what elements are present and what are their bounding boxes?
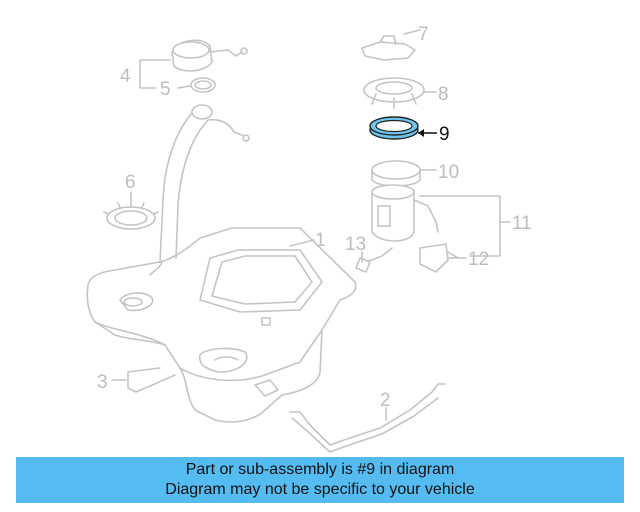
wire-harness: [355, 247, 393, 273]
bracket: [127, 367, 176, 393]
callout-13: 13: [345, 234, 366, 255]
fuel-tank: [86, 227, 357, 423]
pump-top: [371, 160, 421, 187]
fuel-pump-module: [371, 184, 439, 242]
callout-8: 8: [438, 84, 449, 105]
callout-7: 7: [418, 24, 429, 45]
filler-cap: [171, 39, 248, 72]
pump-flange: [363, 77, 425, 109]
banner-line-part: Part or sub-assembly is #9 in diagram: [185, 461, 455, 478]
callout-3: 3: [97, 372, 108, 393]
callout-1: 1: [315, 230, 326, 251]
banner-line-disclaimer: Diagram may not be specific to your vehi…: [165, 481, 475, 498]
callout-2: 2: [380, 390, 391, 411]
callout-6: 6: [125, 172, 136, 193]
tank-strap: [289, 383, 446, 453]
callout-10: 10: [438, 162, 459, 183]
seal-ring-highlighted: [369, 116, 419, 140]
level-sender: [419, 243, 459, 273]
callout-12: 12: [468, 249, 489, 270]
retainer-plate: [361, 35, 416, 61]
filler-neck: [149, 104, 250, 276]
leader-lines: [111, 29, 511, 421]
callout-11: 11: [512, 213, 532, 234]
o-ring: [190, 77, 216, 93]
info-banner: Part or sub-assembly is #9 in diagram Di…: [16, 457, 624, 503]
callout-5: 5: [160, 79, 171, 100]
callout-9: 9: [439, 124, 450, 145]
callout-4: 4: [120, 66, 131, 87]
